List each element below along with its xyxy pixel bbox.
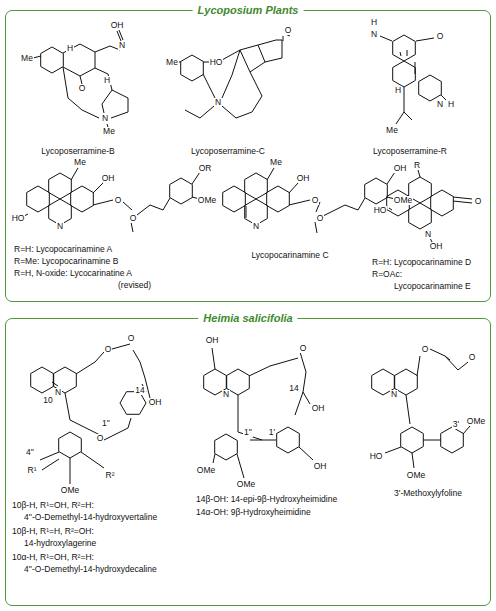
compound-name: Lycopocarinamine C bbox=[251, 250, 328, 260]
atom-label: H bbox=[66, 44, 74, 53]
atom-label: OH bbox=[205, 336, 220, 345]
atom-label: N bbox=[101, 114, 109, 123]
compound-name: 3'-Methoxylyfoline bbox=[394, 488, 462, 498]
atom-label: H bbox=[103, 76, 111, 85]
compound-name: 10α-H, R¹=OH, R²=H: bbox=[12, 552, 94, 562]
atom-label: OMe bbox=[406, 471, 426, 480]
atom-label: O bbox=[96, 434, 105, 443]
atom-label: N bbox=[54, 388, 62, 397]
compound-name: 10β-H, R¹=H, R²=OH: bbox=[12, 526, 94, 536]
atom-label: O bbox=[299, 344, 308, 353]
compound-name: Lycoposerramine-B bbox=[41, 146, 114, 156]
atom-label: OMe bbox=[466, 417, 486, 426]
compound-name: Lycoposerramine-R bbox=[373, 146, 447, 156]
atom-label: O bbox=[421, 345, 430, 354]
atom-label: HO bbox=[369, 452, 384, 461]
atom-label: O bbox=[284, 26, 293, 35]
compound-name: 4''-O-Demethyl-14-hydroxydecaline bbox=[24, 564, 157, 574]
atom-label: N bbox=[390, 390, 398, 399]
compound-name: Lycoposerramine-C bbox=[191, 146, 265, 156]
atom-label: R² bbox=[105, 471, 116, 480]
atom-label: O bbox=[311, 196, 320, 205]
compound-name: R=OAc: bbox=[372, 269, 402, 279]
atom-label: OH bbox=[110, 21, 125, 30]
atom-label: 14 bbox=[134, 386, 145, 395]
atom-label: 1' bbox=[268, 428, 276, 437]
atom-label: R¹ bbox=[27, 466, 38, 475]
panel-heading: Heimia salicifolia bbox=[198, 312, 297, 324]
compound-name: 14α-OH: 9β-Hydroxyheimidine bbox=[196, 507, 311, 517]
atom-label: N bbox=[252, 222, 260, 231]
atom-label: N bbox=[222, 390, 230, 399]
atom-label: N bbox=[214, 98, 222, 107]
atom-label: OH bbox=[311, 404, 326, 413]
atom-label: H bbox=[394, 86, 402, 95]
atom-label: OMe bbox=[393, 196, 413, 205]
atom-label: O bbox=[316, 214, 325, 223]
atom-label: O bbox=[436, 32, 445, 41]
atom-label: N bbox=[436, 100, 444, 109]
atom-label: Me bbox=[165, 58, 179, 67]
atom-label: OH bbox=[429, 242, 444, 251]
atom-label: OH bbox=[393, 164, 408, 173]
atom-label: O bbox=[127, 334, 136, 343]
atom-label: Me bbox=[269, 158, 283, 167]
atom-label: R bbox=[413, 161, 421, 170]
compound-name: R=H: Lycopocarinamine A bbox=[14, 244, 112, 254]
atom-label: Me bbox=[20, 54, 34, 63]
compound-name: R=H, N-oxide: Lycocarinatine A bbox=[14, 268, 132, 278]
atom-label: N bbox=[370, 30, 378, 39]
atom-label: HO bbox=[373, 206, 388, 215]
atom-label: O bbox=[114, 196, 123, 205]
atom-label: OH bbox=[313, 462, 328, 471]
panel-heading: Lycoposium Plants bbox=[193, 4, 304, 16]
atom-label: H bbox=[447, 100, 455, 109]
atom-label: HO bbox=[11, 214, 26, 223]
atom-label: HO bbox=[209, 58, 224, 67]
compound-name: 14β-OH: 14-epi-9β-Hydroxyheimidine bbox=[196, 494, 337, 504]
atom-label: OMe bbox=[60, 486, 80, 495]
atom-label: Me bbox=[102, 127, 116, 136]
compound-name: 14-hydroxylagerine bbox=[24, 538, 96, 548]
atom-label: 10 bbox=[42, 396, 53, 405]
atom-label: 3' bbox=[452, 420, 460, 429]
compound-name: 4''-O-Demethyl-14-hydroxyvertaline bbox=[24, 512, 157, 522]
atom-label: O bbox=[129, 214, 138, 223]
atom-label: 1'' bbox=[243, 428, 253, 437]
atom-label: OMe bbox=[197, 196, 217, 205]
atom-label: Me bbox=[385, 126, 399, 135]
compound-name: 10β-H, R¹=OH, R²=H: bbox=[12, 500, 94, 510]
atom-label: N bbox=[56, 222, 64, 231]
atom-label: O bbox=[474, 197, 483, 206]
atom-label: OR bbox=[198, 164, 213, 173]
atom-label: 14 bbox=[288, 384, 299, 393]
atom-label: 1'' bbox=[101, 419, 111, 428]
atom-label: O bbox=[78, 84, 87, 93]
atom-label: OH bbox=[101, 174, 116, 183]
compound-name: R=H: Lycopocarinamine D bbox=[372, 257, 471, 267]
atom-label: N bbox=[118, 41, 126, 50]
atom-label: 4'' bbox=[25, 448, 35, 457]
group-panel: Heimia salicifolia bbox=[5, 318, 491, 606]
atom-label: OMe bbox=[236, 480, 256, 489]
compound-name: Lycopocarinamine E bbox=[394, 281, 471, 291]
compound-name: (revised) bbox=[118, 280, 151, 290]
atom-label: N bbox=[424, 230, 432, 239]
atom-label: Me bbox=[73, 158, 87, 167]
atom-label: OMe bbox=[196, 466, 216, 475]
atom-label: OH bbox=[148, 398, 163, 407]
atom-label: O bbox=[468, 353, 477, 362]
atom-label: H bbox=[370, 18, 378, 27]
atom-label: O bbox=[104, 345, 113, 354]
atom-label: OH bbox=[296, 174, 311, 183]
compound-name: R=Me: Lycopocarinamine B bbox=[14, 256, 118, 266]
